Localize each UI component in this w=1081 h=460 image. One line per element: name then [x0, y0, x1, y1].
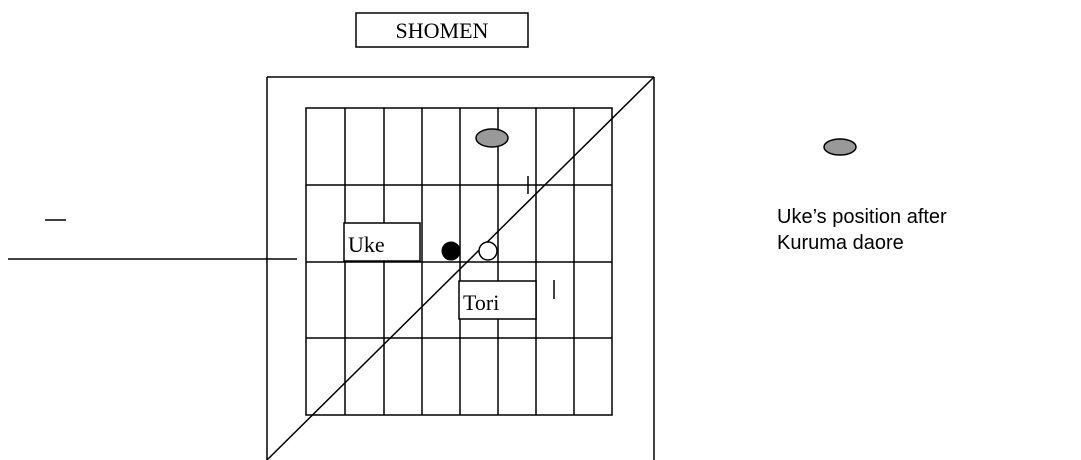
legend-line-2: Kuruma daore [777, 232, 904, 254]
shomen-label: SHOMEN [396, 18, 489, 43]
uke-final-position-marker [475, 128, 509, 148]
legend-caption: Uke’s position after Kuruma daore [777, 204, 947, 256]
uke-label-box [343, 222, 421, 262]
shomen-box [355, 12, 529, 48]
uke-label: Uke [348, 232, 385, 257]
tori-label-group: Tori [458, 280, 537, 320]
tori-label-box [458, 280, 537, 320]
legend-marker [823, 138, 857, 156]
tori-label: Tori [463, 290, 499, 315]
uke-position-dot [441, 241, 461, 261]
tori-position-dot [478, 241, 498, 261]
mat-outer-boundary [266, 76, 655, 460]
shomen-header: SHOMEN [355, 12, 529, 48]
legend-line-1: Uke’s position after [777, 206, 947, 228]
tatami-grid [305, 107, 613, 416]
uke-label-group: Uke [343, 222, 421, 262]
diagonal-line [266, 76, 655, 460]
